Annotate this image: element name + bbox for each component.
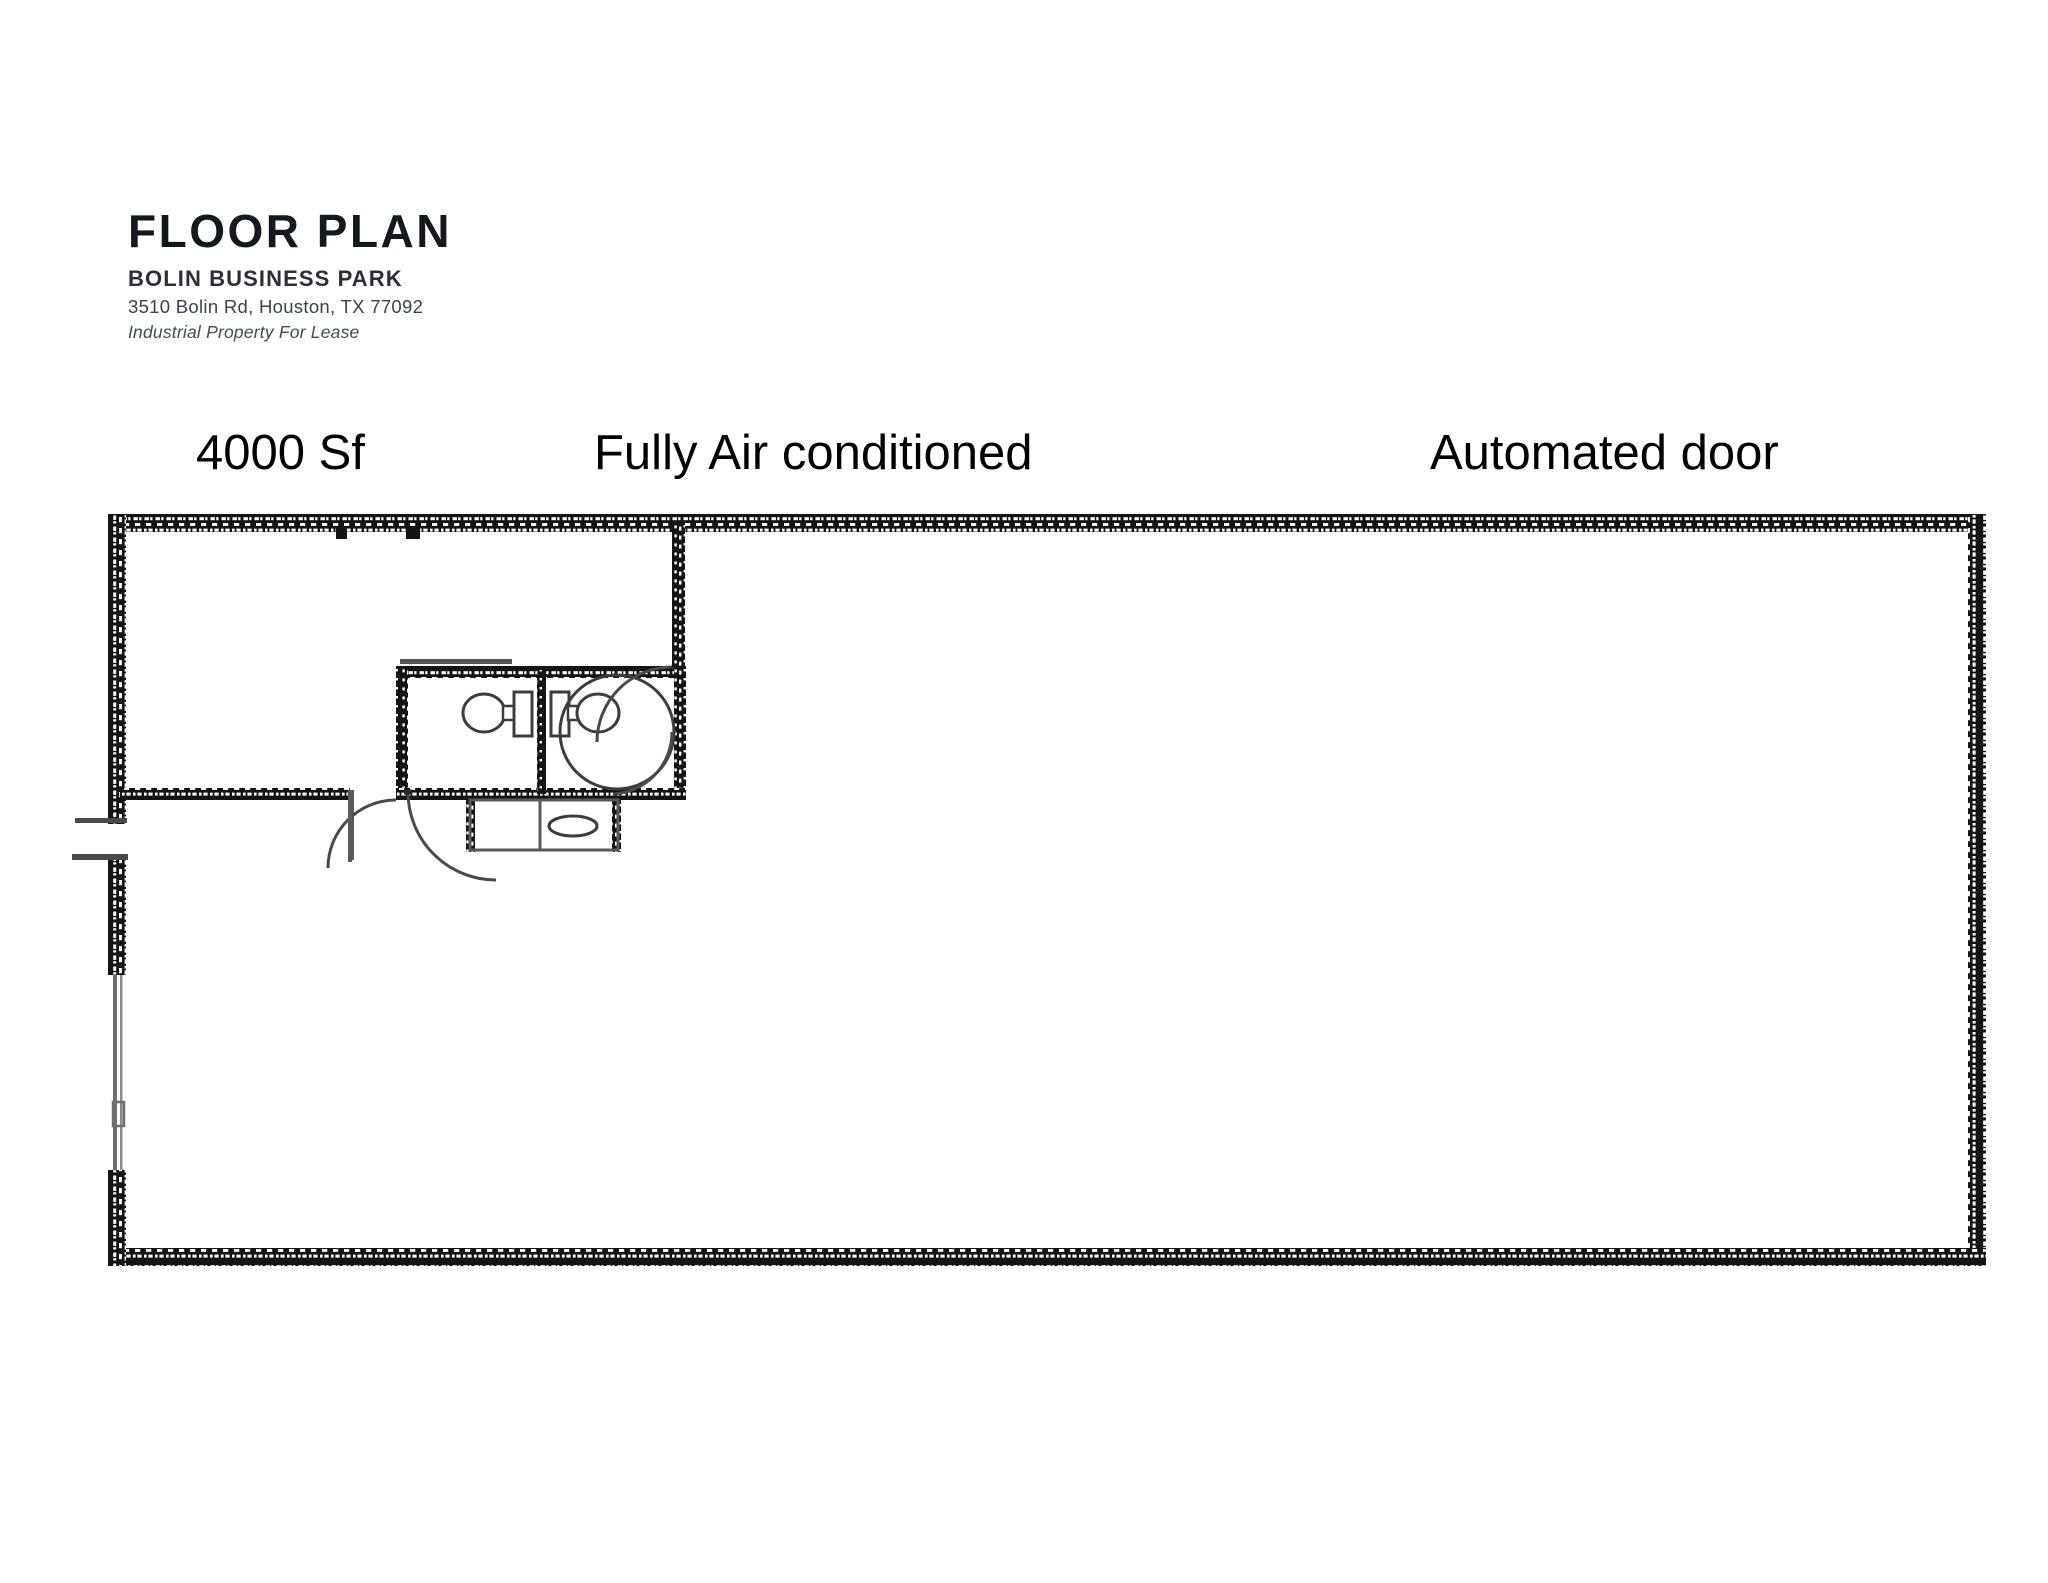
callout-hvac-label: Fully Air conditioned [594,426,1033,480]
callout-automated-door-label: Automated door [1430,426,1779,480]
vanity-counter-top [468,798,620,852]
wall-exterior-left-mid [108,855,126,975]
toilet-fixture-left [461,690,534,738]
column-marker-top-2 [406,528,420,539]
wall-restroom-right [674,666,686,794]
wall-left-notch-stub-lower [72,854,128,860]
wall-corridor-horizontal [120,788,350,800]
wall-exterior-left-upper [108,514,126,824]
wall-exterior-left-lower-inner [120,975,123,1220]
wall-left-notch-stub-upper [75,818,127,823]
exterior-walls [72,514,1986,1266]
door-corridor [326,798,397,869]
property-address: 3510 Bolin Rd, Houston, TX 77092 [128,296,424,317]
title-block: FLOOR PLAN BOLIN BUSINESS PARK 3510 Boli… [128,208,748,341]
sink-basin [547,814,599,838]
wall-exterior-top [108,514,1986,532]
ada-turning-circle [558,673,676,791]
wall-exterior-left-bottom-corner [108,1170,126,1266]
wall-exterior-left-lower [113,975,117,1220]
floorplan-svg [72,514,1986,1266]
door-ada-stall [612,731,674,796]
floorplan-drawing [0,470,2048,1300]
wall-stall-divider [537,670,546,794]
door-restroom-entry [404,789,497,882]
doors [326,665,675,882]
wall-exterior-bottom [108,1248,1986,1266]
page-title: FLOOR PLAN [128,205,452,257]
wall-partition-vertical-main [672,522,685,667]
wall-restroom-left [396,666,408,794]
column-marker-top-1 [336,528,347,539]
wall-restroom-top-cap [400,659,512,664]
property-subtitle: Industrial Property For Lease [128,321,360,342]
plumbing-fixtures [461,673,676,838]
callout-area-label: 4000 Sf [196,426,365,480]
wall-exterior-right [1968,514,1986,1266]
interior-partitions [120,522,686,860]
wall-left-pilaster-notch [111,1100,126,1128]
property-name: BOLIN BUSINESS PARK [128,266,403,291]
door-office-entry [595,665,675,743]
